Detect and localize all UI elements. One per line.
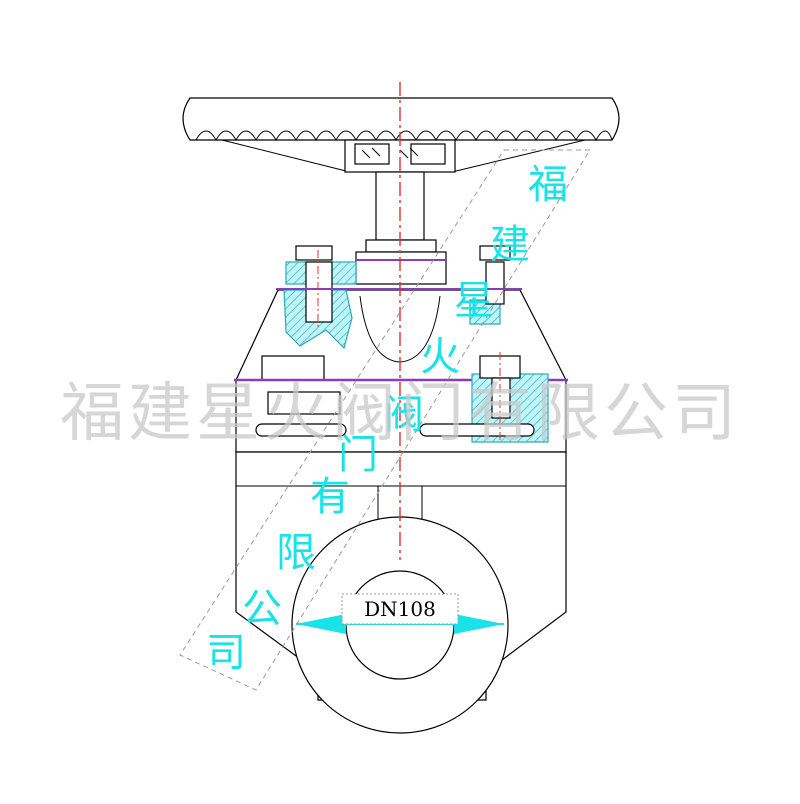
valve-stem	[365, 171, 437, 253]
diag-char: 星	[454, 278, 494, 324]
diag-char: 火	[420, 334, 460, 380]
dimension-label: DN108	[364, 597, 436, 621]
yoke-nut	[344, 139, 456, 173]
diag-char: 有	[310, 474, 350, 520]
diag-char: 阀	[384, 392, 424, 438]
diag-char: 司	[206, 630, 246, 676]
handwheel	[182, 97, 620, 173]
packing-gland	[295, 245, 511, 285]
diag-char: 福	[528, 162, 568, 208]
diag-char: 公	[242, 586, 282, 632]
diag-char: 建	[490, 222, 530, 268]
diagonal-watermark: 福 建 星 火 阀 门 有 限 公 司	[179, 149, 591, 691]
dimension-dn108: DN108	[296, 593, 504, 634]
diag-char: 门	[338, 432, 378, 478]
body-flange	[234, 355, 568, 453]
valve-body	[235, 451, 567, 734]
diag-char: 限	[276, 530, 316, 576]
